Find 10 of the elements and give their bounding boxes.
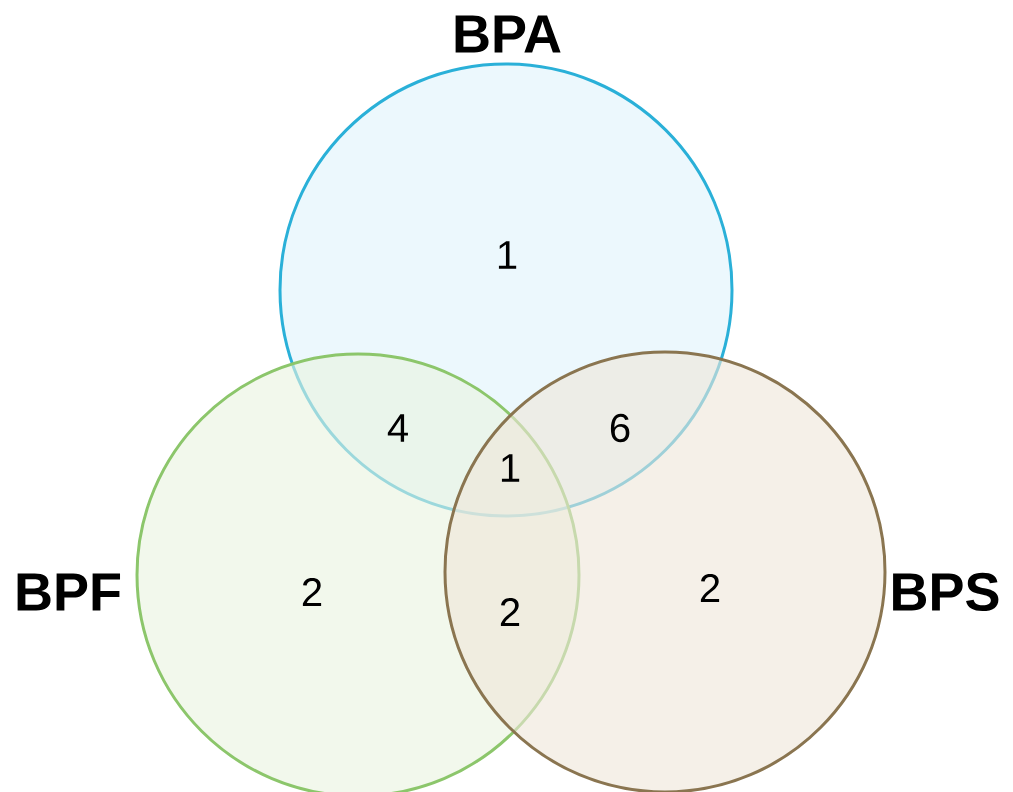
count-label: 4 <box>387 414 408 442</box>
set-label: BPA <box>455 15 561 53</box>
count-label: 2 <box>302 578 322 606</box>
count-label: 2 <box>500 598 520 626</box>
count-label: 1 <box>501 454 520 482</box>
count-label: 6 <box>610 413 630 443</box>
set-label: BPS <box>893 572 999 612</box>
count-label: 2 <box>700 574 720 602</box>
count-label: 1 <box>498 241 517 269</box>
set-label: BPF <box>17 573 120 611</box>
